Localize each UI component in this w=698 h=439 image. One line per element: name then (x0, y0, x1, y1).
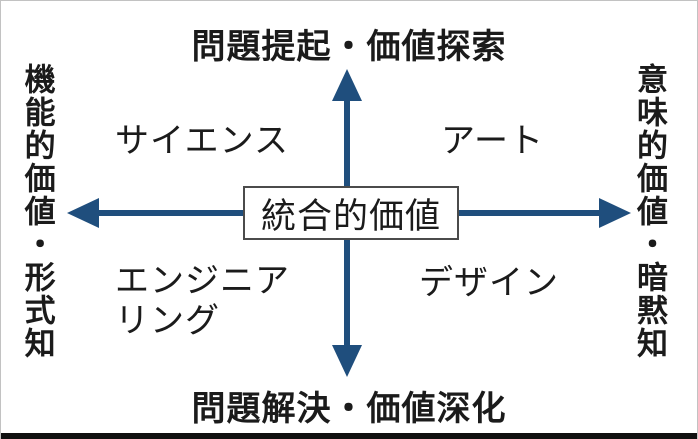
quadrant-label-art: アート (441, 122, 544, 160)
bottom-divider-bar (1, 433, 697, 439)
axis-label-bottom: 問題解決・価値深化 (191, 390, 507, 428)
arrow-head-left-icon (67, 198, 99, 228)
arrow-head-up-icon (332, 69, 362, 101)
quadrant-label-engineering: エンジニア リング (115, 262, 290, 341)
axis-label-left: 機能的価値・形式知 (19, 63, 55, 360)
axis-label-top: 問題提起・価値探索 (191, 28, 507, 66)
arrow-head-right-icon (599, 198, 631, 228)
axis-label-right: 意味的価値・暗黙知 (632, 63, 667, 360)
quadrant-label-science: サイエンス (115, 122, 289, 160)
center-value-label: 統合的価値 (260, 196, 441, 236)
arrow-head-down-icon (332, 345, 362, 377)
quadrant-label-design: デザイン (419, 264, 559, 302)
center-value-box: 統合的価値 (243, 186, 459, 240)
